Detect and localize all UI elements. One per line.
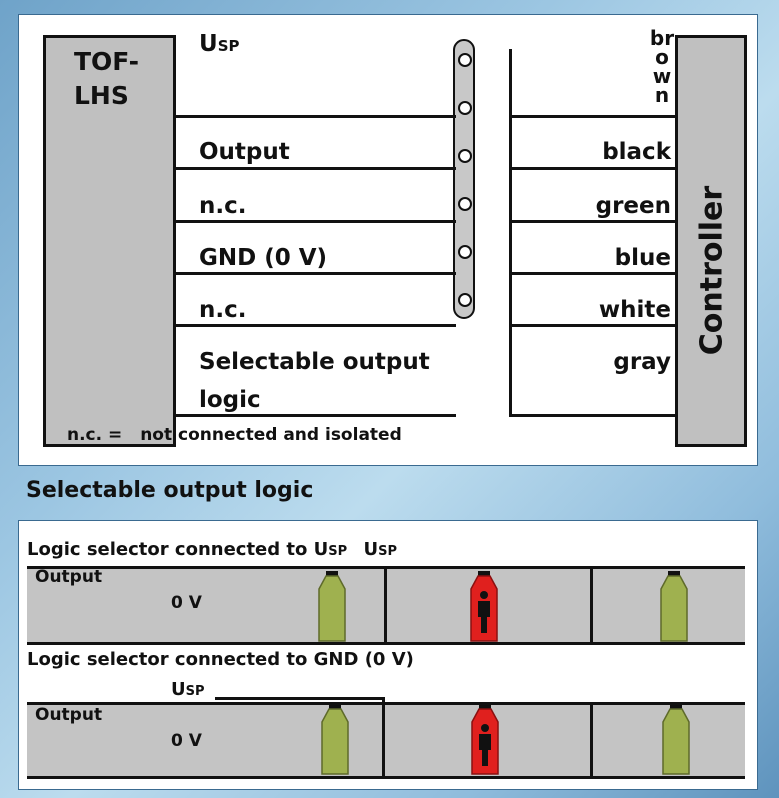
tof-lhs-device-box [43,35,176,447]
connector-strip [453,39,475,319]
wiring-diagram-panel: TOF- LHS Controller USP Output n.c. GND … [18,14,758,466]
right-wire-3 [509,220,675,223]
case2-output-label: Output [35,705,103,725]
device-label-line2: LHS [74,81,129,110]
wire-color-white: white [598,297,671,323]
pin-label-gnd: GND (0 V) [199,245,328,271]
pin-label-nc-2: n.c. [199,297,247,323]
connector-pin-5 [458,245,472,259]
wire-color-gray: gray [613,349,671,375]
connector-pin-3 [458,149,472,163]
right-wire-6 [509,414,675,417]
left-wire-3 [176,220,456,223]
case1-divider-2 [590,566,593,645]
right-wire-4 [509,272,675,275]
connector-pin-1 [458,53,472,67]
case1-output-label: Output [35,567,103,587]
device-label-line1: TOF- [74,47,139,76]
case2-zero-v-label: 0 V [171,731,202,751]
right-wire-2 [509,167,675,170]
case1-zero-v-label: 0 V [171,593,202,613]
case2-band [27,705,745,777]
wire-color-black: black [602,139,671,165]
wire-color-brown-2: o [655,45,669,69]
wire-color-brown-4: n [654,83,670,107]
case1-title: Logic selector connected to USP USP [27,539,397,560]
section-title: Selectable output logic [26,478,314,503]
wire-color-green: green [595,193,671,219]
case2-top-line [27,702,745,705]
case2-led-2-person-icon [471,704,499,775]
right-wire-1 [509,115,675,118]
controller-box [675,35,747,447]
case2-led-3-icon [662,704,690,775]
pin-label-selectable: Selectable output [199,349,430,375]
case2-title: Logic selector connected to GND (0 V) [27,649,414,670]
wire-color-blue: blue [614,245,671,271]
case2-divider-2 [590,702,593,779]
case2-usp-label: USP [171,679,205,700]
pin-label-output: Output [199,139,290,165]
wire-color-brown-1: br [649,26,675,50]
logic-panel: Logic selector connected to USP USP Outp… [18,520,758,790]
case1-led-1-icon [318,571,346,642]
case1-divider-1 [384,566,387,645]
case2-usp-line [215,697,385,700]
usp-label: USP [199,31,240,57]
case1-led-3-icon [660,571,688,642]
left-wire-1 [176,115,456,118]
pin-label-nc-1: n.c. [199,193,247,219]
left-wire-5 [176,324,456,327]
pin-label-logic: logic [199,387,261,413]
connector-pin-6 [458,293,472,307]
controller-side-rail [509,49,512,417]
case2-bottom-line [27,776,745,779]
connector-pin-4 [458,197,472,211]
left-wire-2 [176,167,456,170]
wire-color-brown-3: w [652,64,672,88]
case2-divider-1 [382,697,385,779]
footnote-key: n.c. = [67,425,123,445]
left-wire-4 [176,272,456,275]
controller-label: Controller [694,185,730,356]
case2-led-1-icon [321,704,349,775]
connector-pin-2 [458,101,472,115]
left-wire-6 [176,414,456,417]
right-wire-5 [509,324,675,327]
case1-led-2-person-icon [470,571,498,642]
footnote-text: not connected and isolated [140,425,402,445]
footnote: n.c. = not connected and isolated [67,425,402,445]
